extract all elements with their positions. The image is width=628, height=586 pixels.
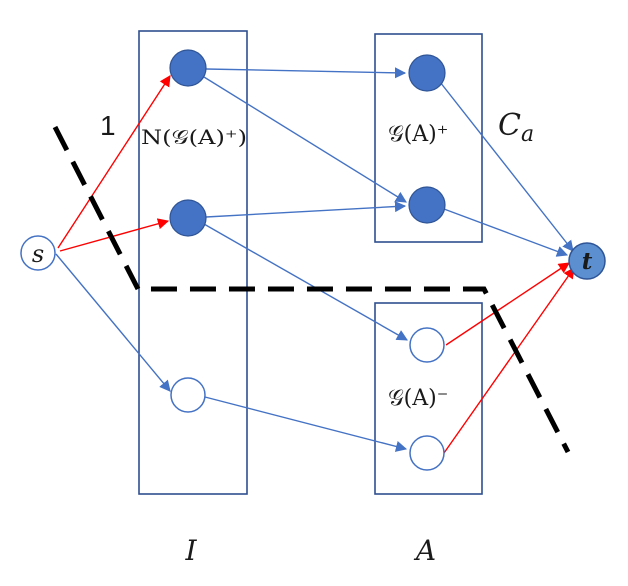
edge-s-i1: [57, 75, 171, 249]
edge-a1-t: [439, 81, 574, 252]
node-i3: [170, 377, 206, 413]
sink-label: t: [582, 248, 593, 275]
node-sink: [568, 242, 606, 280]
neighborhood-label: N(𝒢(A)⁺): [141, 125, 247, 149]
edge-i2-a3: [203, 223, 408, 341]
g-plus-box: [374, 33, 483, 243]
edge-a2-t: [443, 208, 569, 257]
capacity-label: 1: [100, 110, 116, 141]
g-minus-label: 𝒢(A)⁻: [388, 386, 448, 411]
set-i-label: I: [184, 534, 197, 567]
node-i2: [169, 199, 207, 237]
cut-label: Ca: [498, 108, 534, 147]
node-a2: [408, 186, 446, 224]
edge-i1-a1: [205, 67, 407, 79]
node-a4: [409, 435, 445, 471]
node-a1: [408, 54, 446, 92]
node-a3: [409, 327, 445, 363]
cut-line: [52, 125, 571, 454]
edge-i2-a2: [205, 200, 407, 218]
edge-s-i2: [59, 218, 170, 252]
edge-a4-t: [443, 267, 575, 454]
cut-label-sub: a: [521, 122, 534, 147]
edge-i3-a4: [204, 396, 408, 452]
g-plus-label: 𝒢(A)⁺: [388, 122, 448, 147]
cut-label-main: C: [498, 108, 521, 143]
set-i-box: [138, 30, 248, 495]
source-label: s: [32, 240, 44, 268]
node-source: [20, 235, 56, 271]
set-a-label: A: [413, 534, 436, 567]
edge-i1-a2: [203, 76, 407, 203]
node-i1: [169, 49, 207, 87]
edge-s-i3: [55, 253, 171, 392]
edge-a3-t: [445, 262, 570, 346]
